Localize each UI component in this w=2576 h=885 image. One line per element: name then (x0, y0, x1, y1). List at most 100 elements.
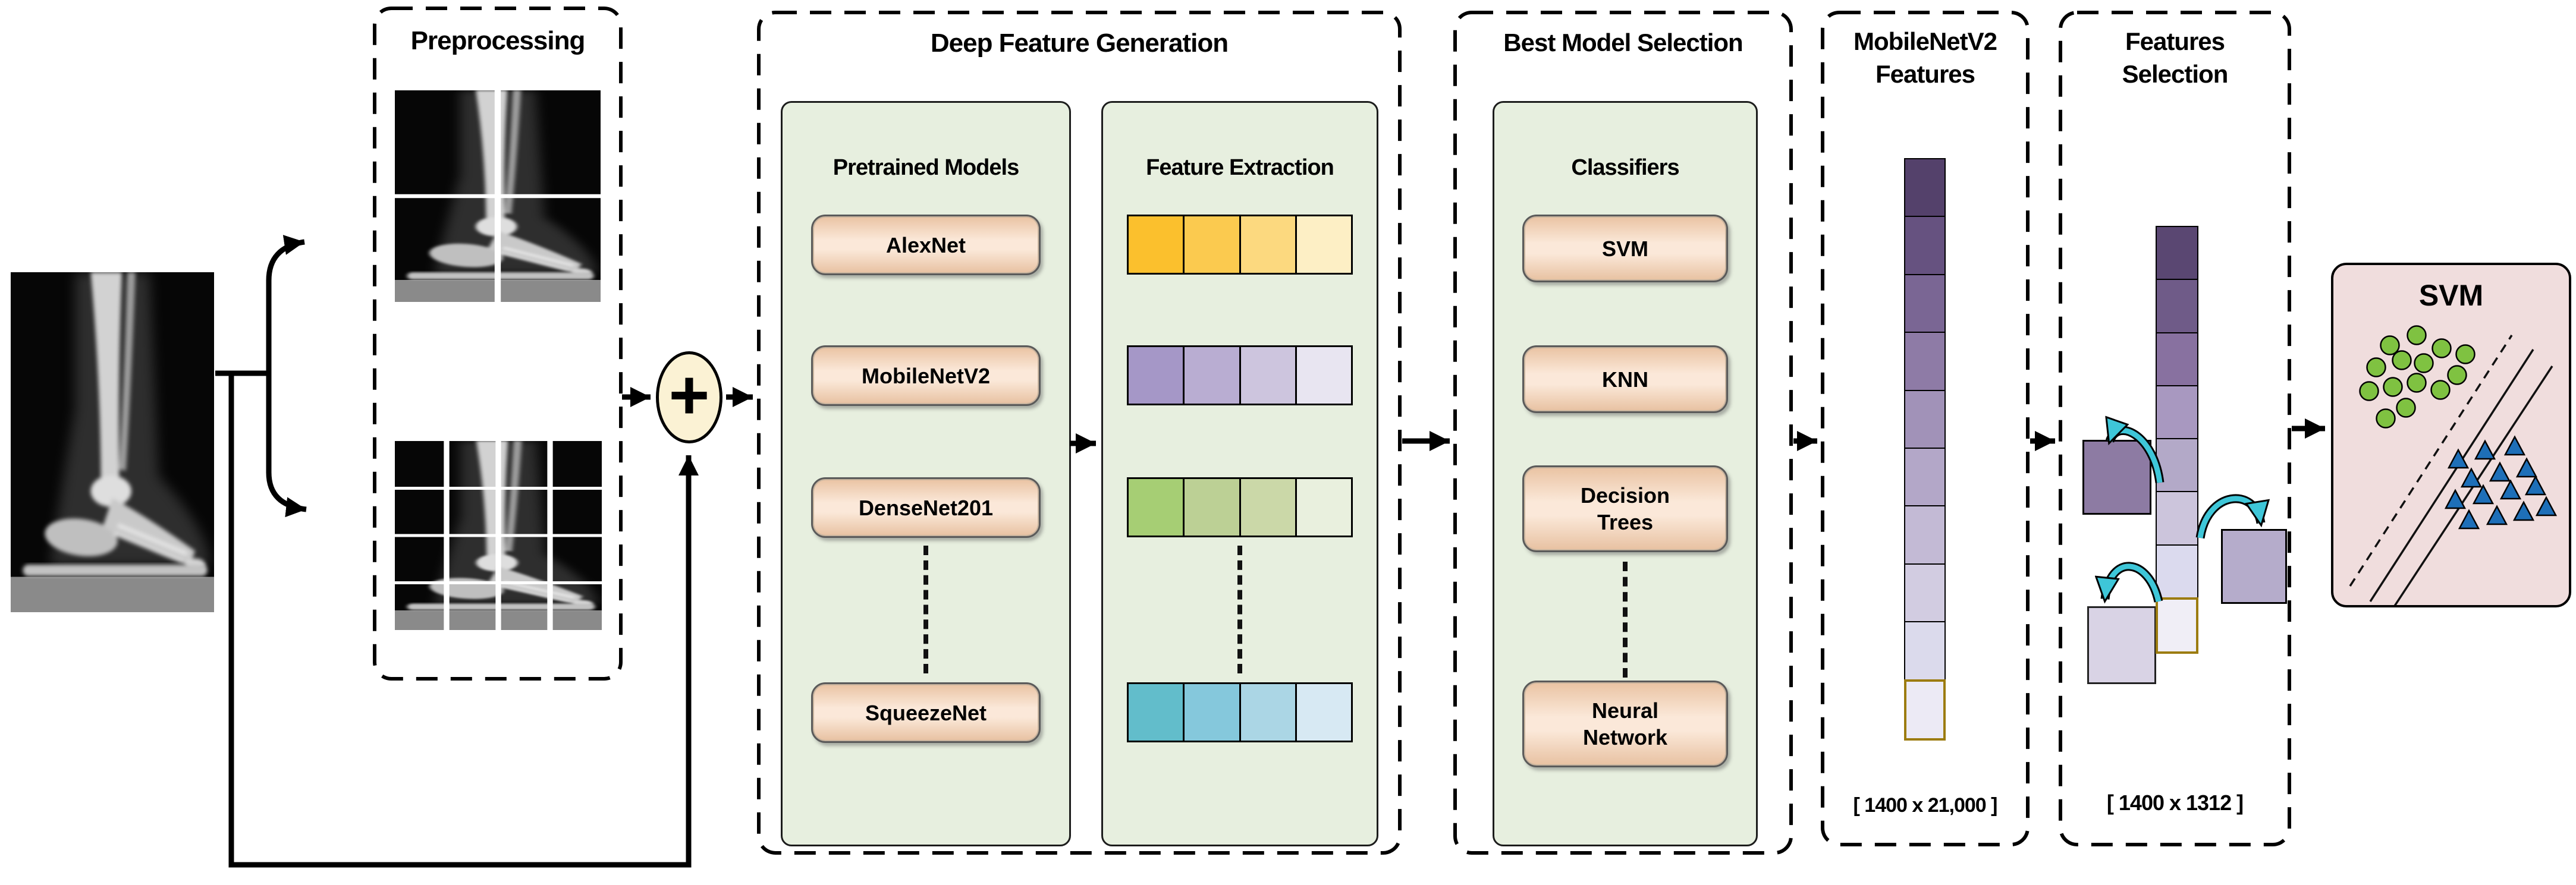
feature-cell (1185, 347, 1241, 404)
positive-point (2430, 380, 2451, 400)
classifier-label: Decision Trees (1580, 483, 1670, 534)
negative-point (2447, 448, 2470, 469)
feature-vector-cell (2156, 385, 2198, 439)
negative-point (2474, 439, 2496, 460)
feature-vector-cell (1904, 448, 1946, 507)
positive-point (2414, 353, 2434, 373)
model-label: SqueezeNet (865, 700, 987, 725)
model-label: AlexNet (885, 232, 966, 257)
positive-point (2392, 350, 2412, 370)
negative-point (2524, 475, 2547, 496)
feature-cell (1240, 216, 1297, 273)
model-squeezenet: SqueezeNet (811, 682, 1041, 743)
feature-cell (1185, 479, 1241, 536)
svm-scatter-plot (2349, 325, 2558, 605)
features-selection-title-line2: Selection (2122, 60, 2229, 89)
classifier-label: KNN (1602, 367, 1648, 392)
feature-vector-cell (2156, 544, 2198, 599)
mobilenetv2-matrix-size: [ 1400 x 21,000 ] (1853, 794, 1998, 817)
feature-cell (1240, 479, 1297, 536)
selected-block-right (2221, 529, 2287, 604)
classifier-label: SVM (1601, 236, 1648, 261)
positive-point (2407, 325, 2427, 345)
feature-vector-cell (1904, 273, 1946, 333)
classifier-neural-network: Neural Network (1522, 681, 1728, 767)
classifier-svm: SVM (1522, 215, 1728, 282)
feature-vector-cell (1904, 389, 1946, 449)
negative-point (2458, 509, 2480, 530)
feature-vector-cell (2156, 226, 2198, 281)
positive-point (2376, 408, 2396, 429)
classifiers-title: Classifiers (1571, 155, 1679, 180)
feature-bar-green (1127, 477, 1353, 537)
feature-cell (1296, 347, 1351, 404)
classifier-decision-trees: Decision Trees (1522, 465, 1728, 552)
feature-vector-cell (2156, 491, 2198, 546)
negative-point (2515, 457, 2538, 478)
model-alexnet: AlexNet (811, 215, 1041, 275)
mobilenetv2-features-title-line2: Features (1875, 60, 1975, 89)
negative-class-points (2444, 435, 2558, 530)
mobilenetv2-features-title: MobileNetV2 Features (1823, 25, 2028, 91)
positive-point (2432, 338, 2452, 358)
svm-hyperplane-line-1 (2369, 349, 2534, 602)
classifier-knn: KNN (1522, 345, 1728, 413)
positive-point (2366, 357, 2386, 377)
feature-cell (1240, 347, 1297, 404)
positive-point (2383, 377, 2403, 397)
features-selection-title-line1: Features (2125, 27, 2225, 55)
negative-point (2489, 461, 2511, 482)
feature-extraction-title: Feature Extraction (1146, 155, 1334, 180)
pretrained-models-title: Pretrained Models (833, 155, 1019, 180)
positive-class-points (2359, 325, 2476, 429)
concatenation-plus-node: + (656, 351, 722, 443)
negative-point (2535, 496, 2558, 516)
feature-vector-cell (1904, 563, 1946, 623)
feature-vector-cell (2156, 279, 2198, 333)
selected-feature-column (2156, 226, 2198, 654)
features-selection-matrix-size: [ 1400 x 1312 ] (2106, 790, 2244, 815)
preprocessed-xray-grid-4x4 (395, 441, 602, 630)
feature-cell (1296, 479, 1351, 536)
model-label: DenseNet201 (858, 495, 994, 520)
feature-vector-cell (1904, 332, 1946, 391)
negative-point (2444, 489, 2467, 509)
positive-point (2380, 335, 2400, 355)
feature-cell (1185, 684, 1241, 741)
feature-vector-cell (1904, 216, 1946, 275)
feature-cell (1296, 216, 1351, 273)
more-classifiers-ellipsis (1623, 562, 1628, 678)
feature-cell (1129, 347, 1185, 404)
feature-vector-cell (1904, 679, 1946, 741)
feature-vector-cell (2156, 332, 2198, 386)
arrow-to-2x2-image (266, 235, 305, 376)
more-features-ellipsis (1237, 546, 1242, 673)
negative-point (2499, 479, 2522, 500)
negative-point (2512, 500, 2535, 521)
positive-point (2396, 398, 2416, 418)
plus-icon: + (668, 355, 710, 434)
model-densenet201: DenseNet201 (811, 477, 1041, 538)
arrow-to-4x4-image (266, 371, 307, 518)
selected-block-top-left (2082, 440, 2151, 515)
model-mobilenetv2: MobileNetV2 (811, 345, 1041, 406)
feature-cell (1185, 216, 1241, 273)
feature-bar-teal (1127, 682, 1353, 742)
feature-bar-yellow (1127, 215, 1353, 275)
features-selection-title: Features Selection (2060, 25, 2289, 91)
positive-point (2447, 365, 2467, 385)
preprocessed-xray-grid-2x2 (395, 90, 601, 302)
negative-point (2460, 467, 2483, 488)
feature-cell (1296, 684, 1351, 741)
classifier-label: Neural Network (1582, 698, 1668, 749)
model-label: MobileNetV2 (861, 363, 991, 388)
mobilenetv2-features-title-line1: MobileNetV2 (1853, 27, 1997, 55)
positive-point (2455, 344, 2476, 364)
negative-point (2503, 435, 2526, 456)
teal-arrow-3 (2105, 563, 2162, 601)
deep-feature-generation-title: Deep Feature Generation (930, 29, 1229, 58)
selected-block-bottom-left (2087, 606, 2156, 684)
svm-margin-dashed-line (2349, 335, 2513, 587)
